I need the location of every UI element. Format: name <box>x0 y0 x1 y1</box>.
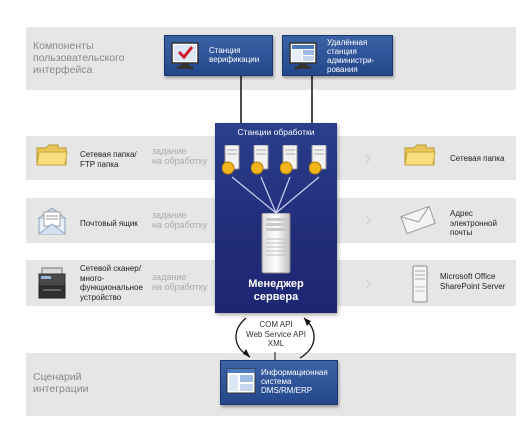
api-label: COM API Web Service API XML <box>246 320 306 348</box>
integration-system-label: Информационная система DMS/RM/ERP <box>261 368 328 395</box>
sharepoint-target-label: Microsoft Office SharePoint Server <box>440 272 506 291</box>
remote-admin-station-box[interactable]: Удалённая станция администри- рования <box>282 35 393 76</box>
verification-station-box[interactable]: Станция верификации <box>164 35 273 76</box>
server-manager-label: Менеджер сервера <box>248 278 304 303</box>
chevron-right-icon: › <box>365 272 372 294</box>
server-tower-icon <box>261 213 291 274</box>
chevron-right-icon: › <box>365 209 372 231</box>
task-label-scanner: задание на обработку <box>152 272 208 292</box>
api-arrow-right-head <box>304 318 311 326</box>
processing-station-3 <box>280 145 298 175</box>
server-icon <box>412 265 428 303</box>
remote-admin-station-label: Удалённая станция администри- рования <box>327 38 375 74</box>
folder-icon <box>404 144 436 166</box>
processing-stations-title: Станции обработки <box>237 127 315 137</box>
processing-station-4 <box>309 145 327 175</box>
processing-station-1 <box>222 145 240 175</box>
application-window-icon <box>226 368 256 394</box>
integration-label: Сценарий интеграции <box>33 371 89 395</box>
mailbox-icon <box>38 207 66 235</box>
network-folder-target-label: Сетевая папка <box>450 154 505 163</box>
network-folder-source-label: Сетевая папка/ FTP папка <box>80 150 137 169</box>
folder-icon <box>36 144 68 166</box>
ui-components-label: Компоненты пользовательского интерфейса <box>33 40 125 76</box>
scanner-icon <box>38 267 66 299</box>
monitor-window-icon <box>289 42 317 69</box>
email-target-label: Адрес электронной почты <box>450 209 497 237</box>
station-radial-lines <box>231 176 320 214</box>
api-arrow-left-head <box>243 349 250 357</box>
task-label-network-folder: задание на обработку <box>152 146 208 166</box>
task-label-mailbox: задание на обработку <box>152 210 208 230</box>
mailbox-source-label: Почтовый ящик <box>80 219 138 228</box>
monitor-checkmark-icon <box>171 42 199 69</box>
server-manager-box[interactable]: Станции обработки <box>215 123 337 313</box>
processing-station-2 <box>251 145 269 175</box>
verification-station-label: Станция верификации <box>209 46 260 64</box>
chevron-right-icon: › <box>365 147 372 169</box>
scanner-source-label: Сетевой сканер/ много- функциональное ус… <box>80 264 143 302</box>
envelope-icon <box>400 206 436 234</box>
integration-system-box[interactable]: Информационная система DMS/RM/ERP <box>220 360 338 405</box>
